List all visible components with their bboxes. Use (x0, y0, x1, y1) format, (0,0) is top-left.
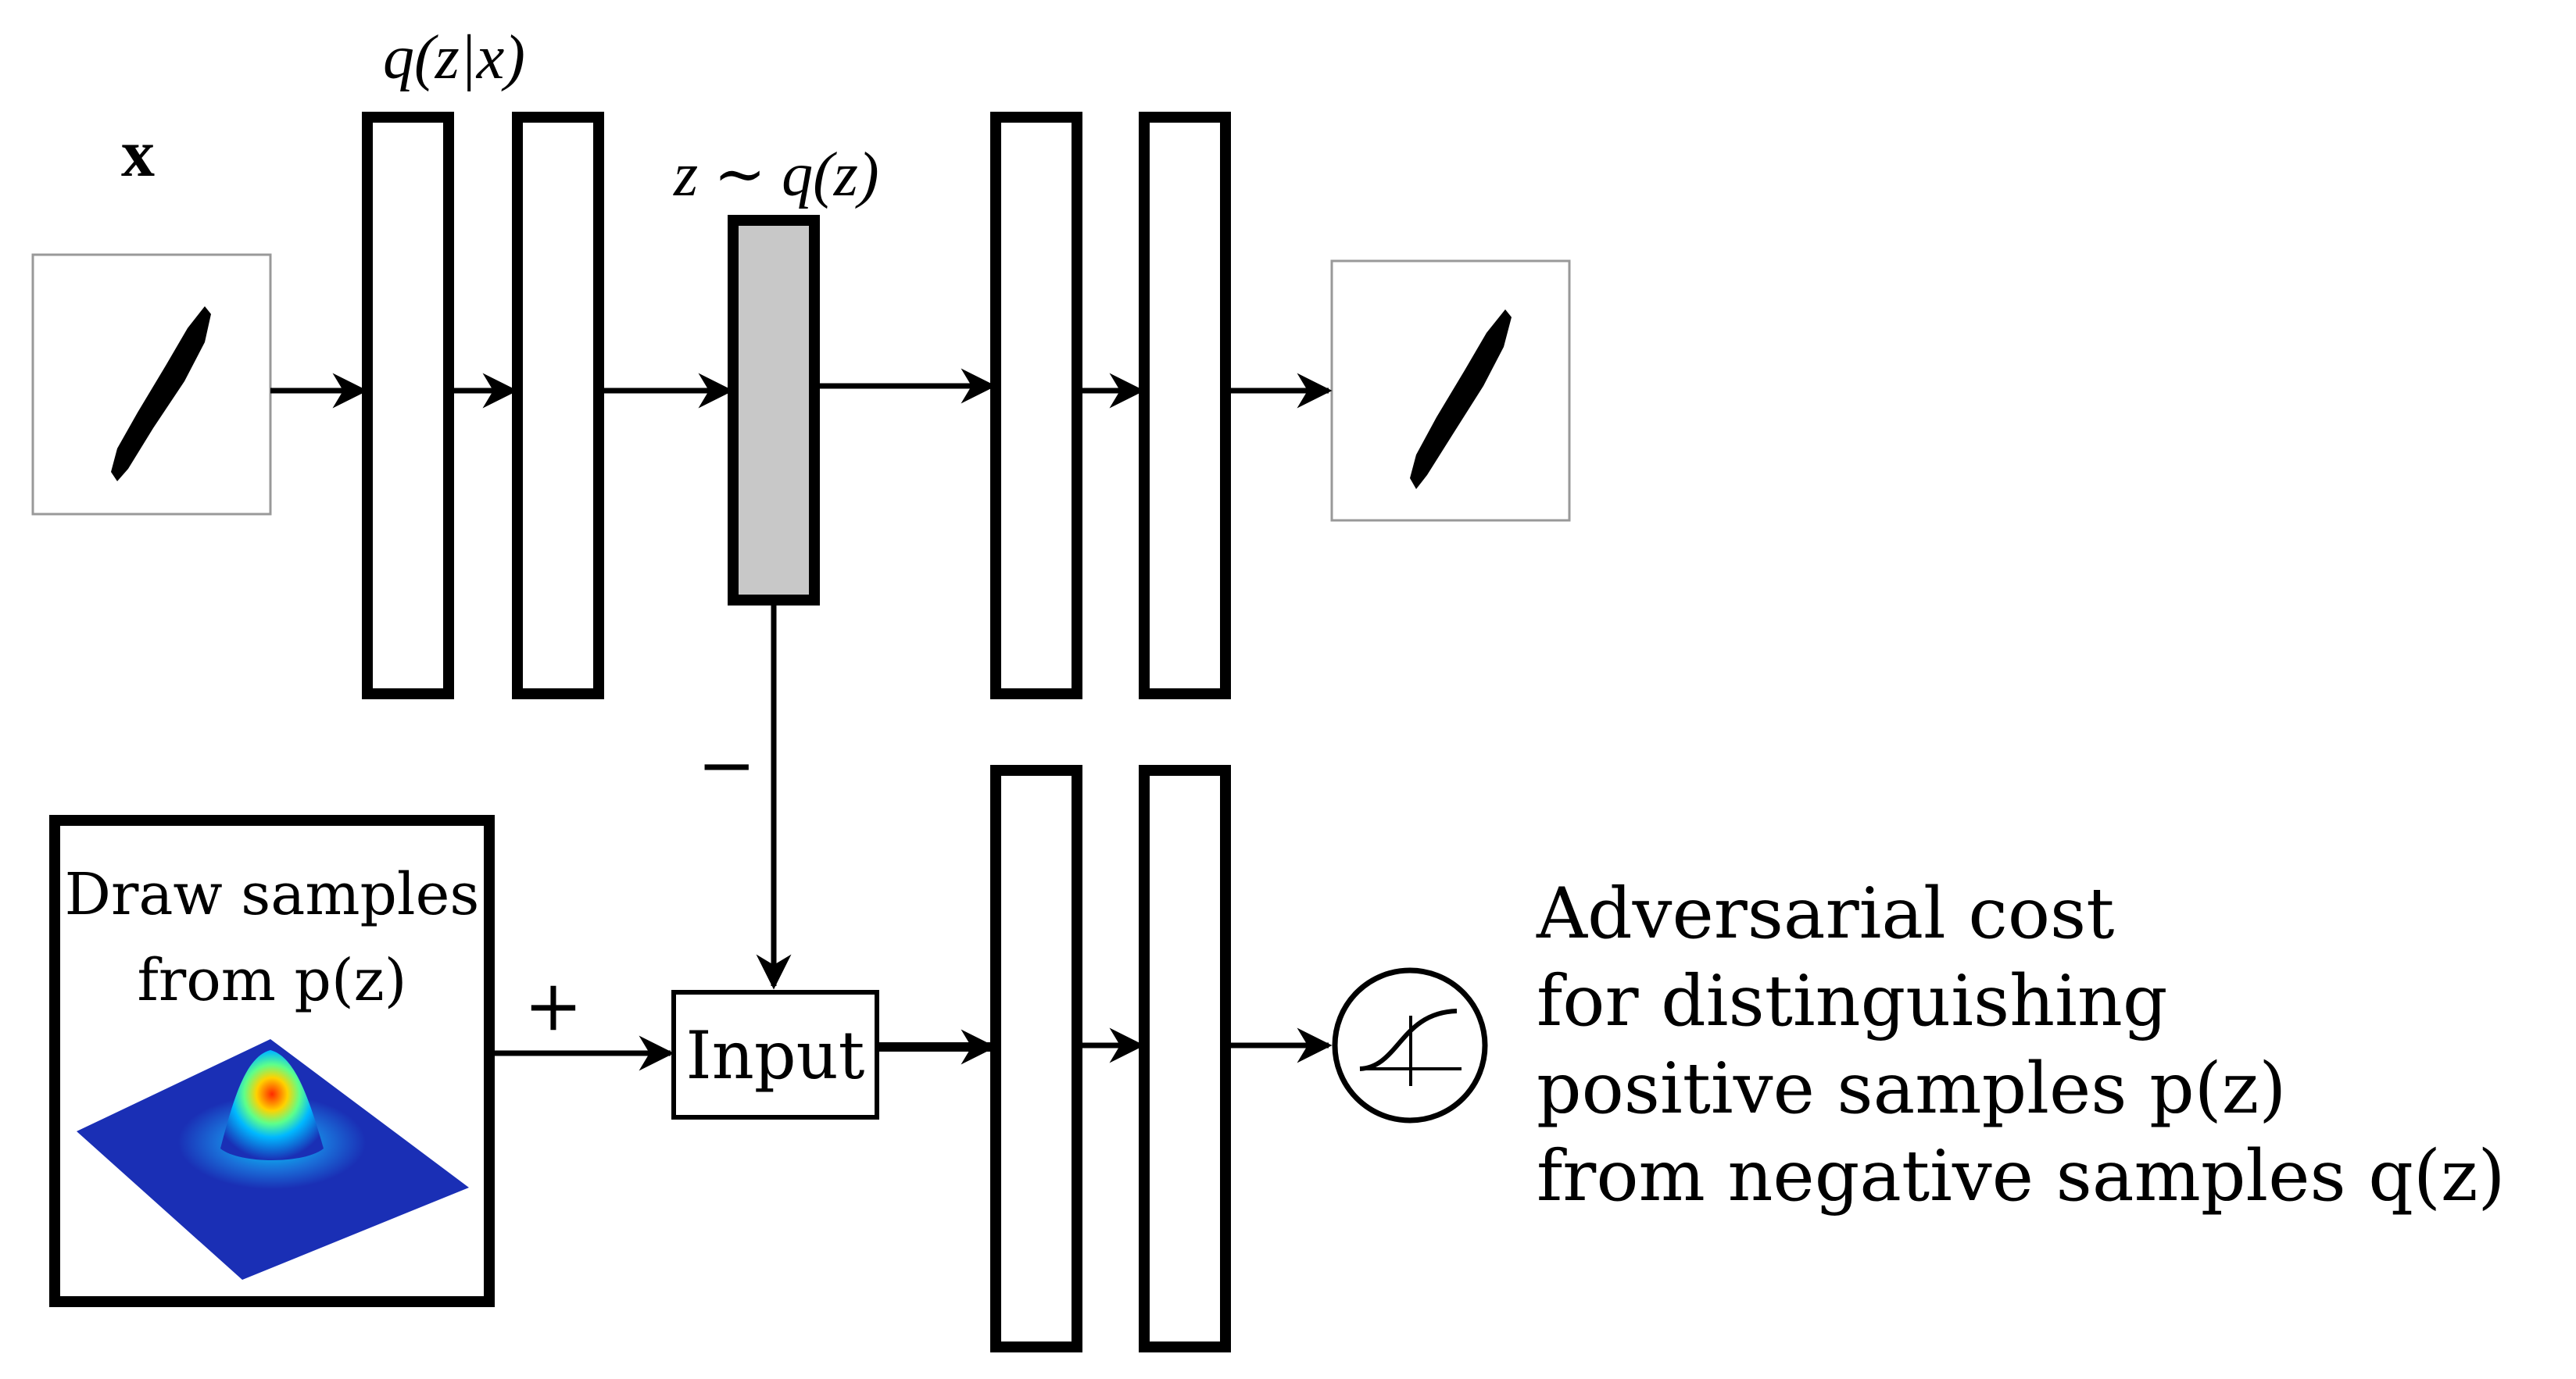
input-box-label: Input (686, 1017, 865, 1094)
decoder-layer-2 (1139, 112, 1231, 699)
input-box (671, 990, 879, 1120)
prior-sample-box: Draw samples from p(z) (49, 815, 495, 1307)
gaussian-surface-icon (77, 1039, 469, 1280)
prior-line-1: Draw samples (65, 861, 480, 928)
encoder-label: q(z|x) (383, 23, 525, 92)
handwritten-digit-one-icon (111, 306, 211, 481)
discriminator-layer-1 (990, 765, 1082, 1352)
minus-sign: − (697, 724, 756, 806)
input-digit-image (31, 253, 272, 516)
sigmoid-icon (1332, 967, 1488, 1124)
prior-line-2: from p(z) (137, 947, 406, 1014)
encoder-layer-2 (512, 112, 604, 699)
x-label: x (121, 116, 155, 191)
cost-line-1: Adversarial cost (1536, 873, 2114, 955)
plus-sign: + (524, 965, 582, 1047)
output-digit-image (1330, 259, 1571, 522)
decoder-layer-1 (990, 112, 1082, 699)
latent-label: z ∼ q(z) (673, 141, 879, 209)
latent-code-layer (728, 215, 820, 606)
cost-line-3: positive samples p(z) (1537, 1048, 2286, 1130)
cost-line-4: from negative samples q(z) (1537, 1135, 2506, 1217)
encoder-layer-1 (362, 112, 454, 699)
handwritten-digit-one-icon (1410, 309, 1512, 489)
cost-line-2: for distinguishing (1537, 960, 2168, 1042)
discriminator-layer-2 (1139, 765, 1231, 1352)
